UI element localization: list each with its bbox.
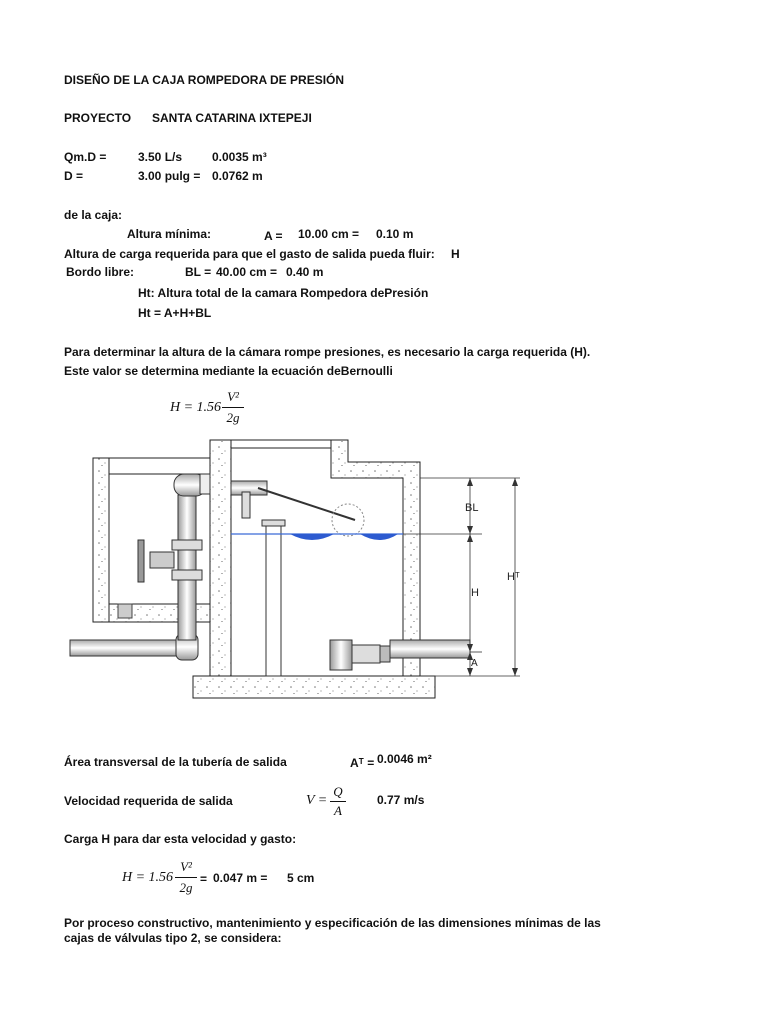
float-arm [257,487,356,521]
eq1-denominator: 2g [226,410,240,425]
project-name: SANTA CATARINA IXTEPEJI [152,111,312,125]
velocity-numerator: Q [333,784,343,799]
carga-h-fraction-bar [175,877,197,878]
a-label: A = [264,229,283,243]
inlet-pipe [69,639,181,657]
paragraph-line-1: Para determinar la altura de la cámara r… [64,345,591,359]
main-top-edge [230,439,332,449]
qmd-label: Qm.D = [64,150,107,164]
area-symbol: Aᵀ = [350,756,375,770]
d-label: D = [64,169,84,183]
wall-passthrough [199,473,211,495]
d-value-m: 0.0762 m [212,169,263,183]
velocity-fraction-bar [330,801,346,802]
velocity-lhs: V = [306,793,328,808]
bl-m-value: 0.40 m [286,265,324,279]
outlet-coupling [351,644,381,664]
page-title: DISEÑO DE LA CAJA ROMPEDORA DE PRESIÓN [64,73,345,87]
eq1-numerator: V² [227,389,239,404]
ht-description: Ht: Altura total de la camara Rompedora … [138,286,429,300]
velocity-denominator: A [334,803,342,818]
altura-minima-label: Altura mínima: [127,227,212,241]
water-wave-2 [360,534,398,540]
a-m-value: 0.10 m [376,227,414,241]
carga-h-value-cm: 5 cm [287,871,315,885]
outlet-pipe [389,639,471,659]
carga-h-denominator: 2g [179,880,193,895]
bordo-libre-label: Bordo libre: [66,265,134,279]
qmd-value-m3: 0.0035 m³ [212,150,267,164]
carga-requerida-text: Altura de carga requerida para que el ga… [64,247,435,261]
a-cm-value: 10.00 cm = [298,227,360,241]
valve-flange-bottom [171,569,203,581]
bl-cm-value: 40.00 cm = [216,265,278,279]
carga-h-lhs: H = 1.56 [122,870,174,885]
caja-intro: de la caja: [64,208,123,222]
eq1-fraction-bar [222,407,244,408]
riser-pipe [177,494,197,641]
dim-label-a: A [471,658,478,669]
project-label: PROYECTO [64,111,132,125]
ht-formula: Ht = A+H+BL [138,306,212,320]
left-chamber-roof [108,457,212,475]
velocity-value: 0.77 m/s [377,793,425,807]
valve-flange-top [171,539,203,551]
bl-label: BL = [185,265,212,279]
carga-h-value-m: 0.047 m = [213,871,268,885]
left-chamber-wall [92,457,110,623]
valve-handwheel [137,539,145,583]
eq1-lhs: H = 1.56 [170,400,222,415]
dim-label-h: H [471,587,479,599]
dim-label-bl: BL [465,502,478,514]
water-wave-1 [290,534,334,540]
d-value-pulg: 3.00 pulg = [138,169,201,183]
final-line-2: cajas de válvulas tipo 2, se considera: [64,931,282,945]
carga-h-label: Carga H para dar esta velocidad y gasto: [64,832,297,846]
dim-label-ht: Hᵀ [507,571,520,583]
carga-symbol: H [451,247,460,261]
left-chamber-block [117,603,133,619]
carga-h-numerator: V² [180,859,192,874]
float-ball [331,503,365,537]
main-left-wall [209,439,232,677]
dim-arrows-inner [467,478,473,676]
carga-h-equals: = [200,872,208,886]
overflow-pipe [265,523,282,677]
area-value: 0.0046 m² [377,752,432,766]
outlet-flange [379,645,391,663]
velocity-label: Velocidad requerida de salida [64,794,233,808]
area-label: Área transversal de la tubería de salida [64,755,287,769]
main-floor-slab [192,675,436,699]
final-line-1: Por proceso constructivo, mantenimiento … [64,916,601,930]
valve-body [149,551,175,569]
overflow-rim [261,519,286,527]
float-valve-stem [241,491,251,519]
qmd-value-ls: 3.50 L/s [138,150,183,164]
strainer [329,639,353,671]
paragraph-line-2: Este valor se determina mediante la ecua… [64,364,393,378]
